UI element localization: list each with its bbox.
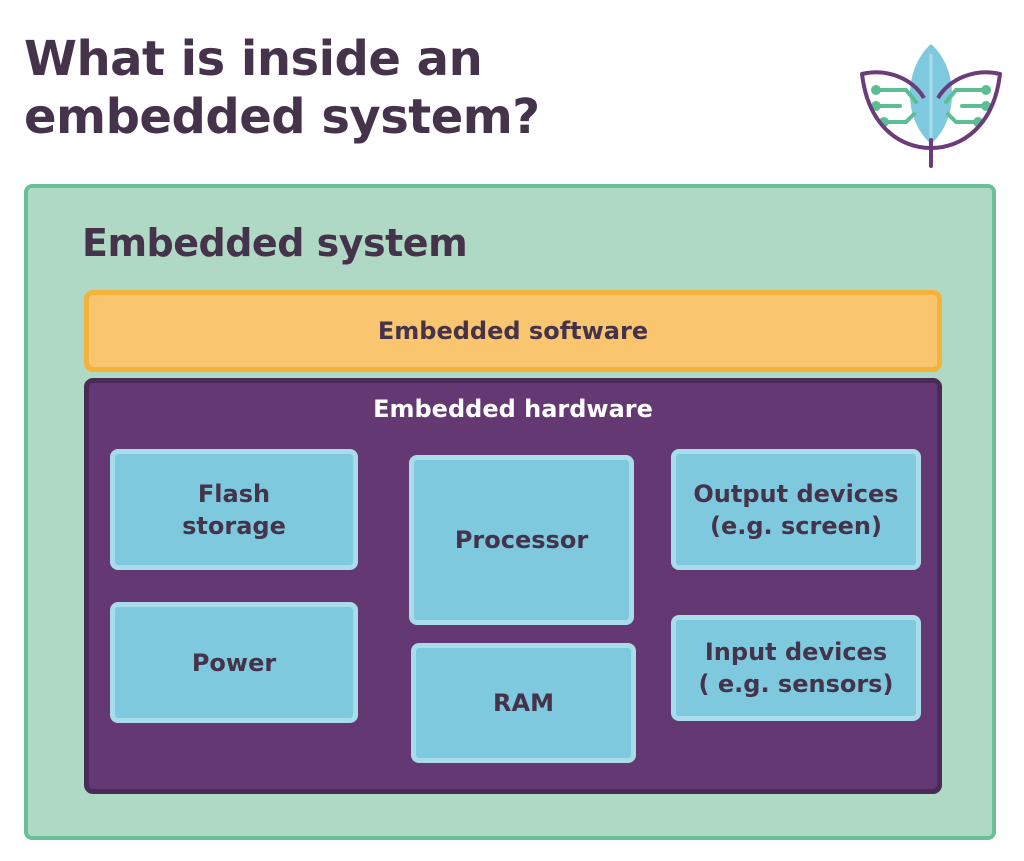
processor-box: Processor [409,455,634,625]
embedded-hardware-label: Embedded hardware [373,395,653,423]
ram-box: RAM [411,643,636,763]
circuit-traces-left [876,88,918,124]
embedded-system-label: Embedded system [82,221,468,265]
power-box: Power [110,602,358,723]
page-title: What is inside an embedded system? [24,30,540,146]
flash-storage-box: Flash storage [110,449,358,570]
right-leaf-outline [930,70,1002,150]
leaf-circuit-logo-icon [860,44,1002,168]
page-title-line-1: What is inside an [24,31,483,87]
circuit-traces-right [944,88,986,124]
embedded-software-label: Embedded software [377,317,649,345]
input-devices-box: Input devices ( e.g. sensors) [671,615,921,721]
embedded-hardware-box: Embedded hardware Flash storage Power Pr… [84,378,942,794]
embedded-software-box: Embedded software [84,290,942,372]
left-leaf-outline [860,70,932,150]
page-title-line-2: embedded system? [24,89,540,145]
output-devices-box: Output devices (e.g. screen) [671,449,921,570]
embedded-system-box: Embedded system Embedded software Embedd… [24,184,996,840]
